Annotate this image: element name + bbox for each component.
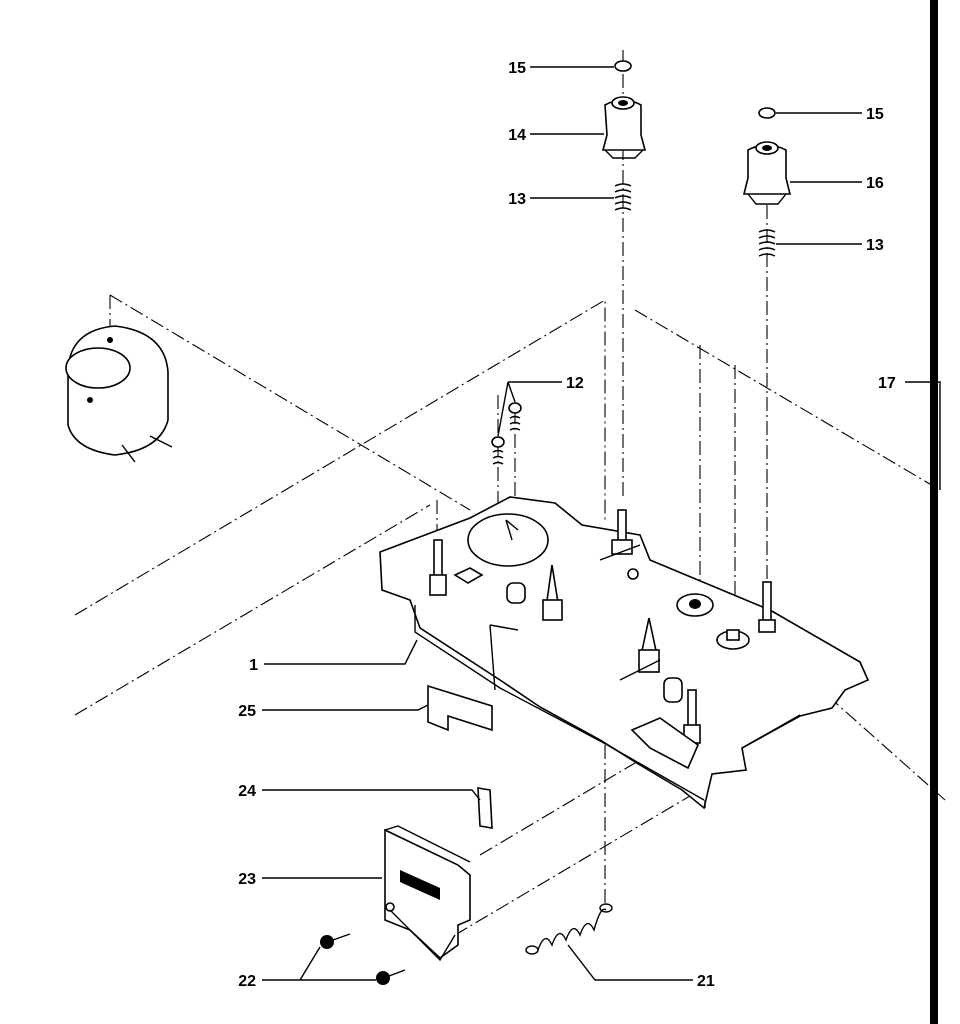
page-border-bar [930,0,938,1024]
chassis-plate [379,496,870,810]
part-25 [427,684,493,732]
callout-23: 23 [238,871,256,888]
head-drum [65,325,173,463]
reel-table-right [742,107,792,257]
callout-17: 17 [878,375,896,392]
spring-21 [525,903,613,955]
springs-12 [491,402,522,465]
guide-lines [74,50,946,936]
screws-22 [320,933,406,985]
bracket-23 [384,825,471,960]
callout-12: 12 [566,375,584,392]
callout-22: 22 [238,973,256,990]
reel-table-left [601,60,647,211]
callout-21: 21 [697,973,715,990]
part-24 [477,787,493,829]
callout-1: 1 [249,657,258,674]
callout-24: 24 [238,783,256,800]
callout-13-left: 13 [508,191,526,208]
callout-13-right: 13 [866,237,884,254]
callout-15-top: 15 [508,60,526,77]
callout-25: 25 [238,703,256,720]
callout-labels: 15 14 13 15 16 13 12 17 1 25 24 23 22 21 [238,60,896,990]
callout-16: 16 [866,175,884,192]
leader-lines [262,66,941,981]
callout-15-right: 15 [866,106,884,123]
callout-14: 14 [508,127,526,144]
